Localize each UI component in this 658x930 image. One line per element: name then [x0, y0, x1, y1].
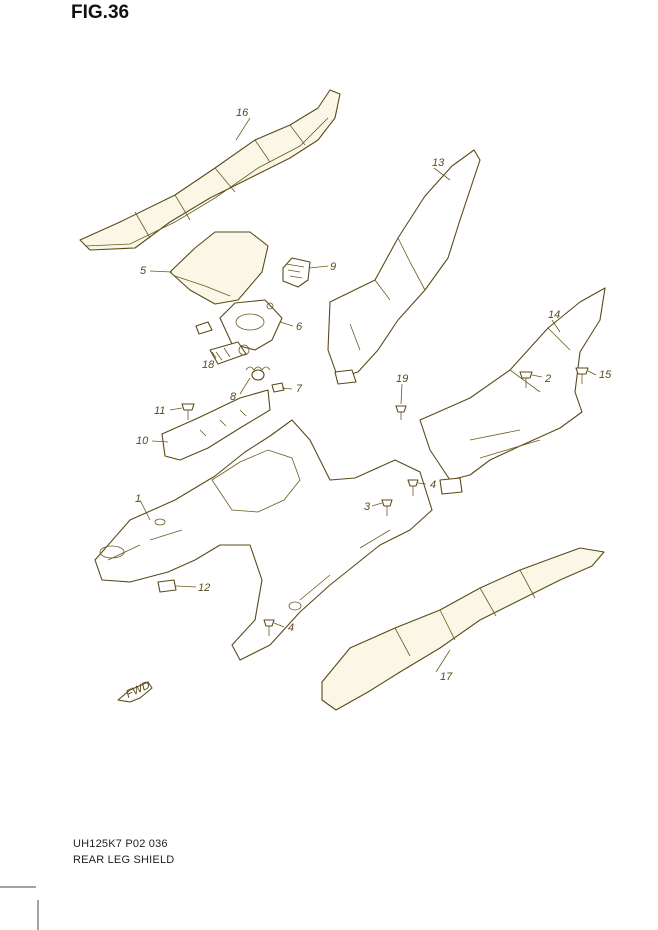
callout-16: 16	[236, 107, 249, 119]
callout-19: 19	[396, 373, 408, 385]
part-17-floor-mat	[321, 547, 605, 711]
corner-crop-mark	[0, 886, 39, 930]
figure-code: UH125K7 P02 036	[73, 838, 168, 850]
callout-4-bottom: 4	[288, 622, 294, 634]
callout-2: 2	[544, 373, 551, 385]
part-5-pad	[169, 231, 269, 305]
part-14-side-cover	[419, 287, 606, 495]
part-7-screw	[271, 382, 285, 393]
forward-arrow-icon: FWD	[117, 679, 153, 703]
callout-1: 1	[135, 493, 141, 505]
fastener-screws	[181, 367, 589, 636]
part-12-clip	[157, 579, 177, 593]
figure-title: FIG.36	[71, 2, 130, 23]
part-8-spring	[245, 366, 271, 381]
part-9-bracket	[282, 257, 311, 288]
callout-11: 11	[154, 405, 165, 417]
part-6-lock-bracket	[219, 299, 283, 351]
callout-7: 7	[296, 383, 303, 395]
callout-4-right: 4	[430, 479, 436, 491]
part-16-floor-mat	[79, 89, 341, 251]
callout-17: 17	[440, 671, 453, 683]
part-10-inner-panel	[161, 389, 271, 461]
callout-12: 12	[198, 582, 210, 594]
part-18-lock-cylinder	[195, 321, 250, 365]
callout-9: 9	[330, 261, 336, 273]
callout-18: 18	[202, 359, 215, 371]
callout-13: 13	[432, 157, 445, 169]
figure-name: REAR LEG SHIELD	[73, 854, 175, 866]
callout-labels: 1 2 3 4 4 5 6 7 8 9 10 11 12 13 14 15 16…	[135, 107, 612, 683]
callout-15: 15	[599, 369, 612, 381]
callout-8: 8	[230, 391, 237, 403]
part-1-floor-frame	[94, 419, 433, 661]
callout-10: 10	[136, 435, 149, 447]
callout-14: 14	[548, 309, 560, 321]
part-13-side-cover	[327, 149, 481, 385]
callout-6: 6	[296, 321, 303, 333]
callout-5: 5	[140, 265, 147, 277]
leader-lines	[139, 117, 597, 673]
callout-3: 3	[364, 501, 371, 513]
